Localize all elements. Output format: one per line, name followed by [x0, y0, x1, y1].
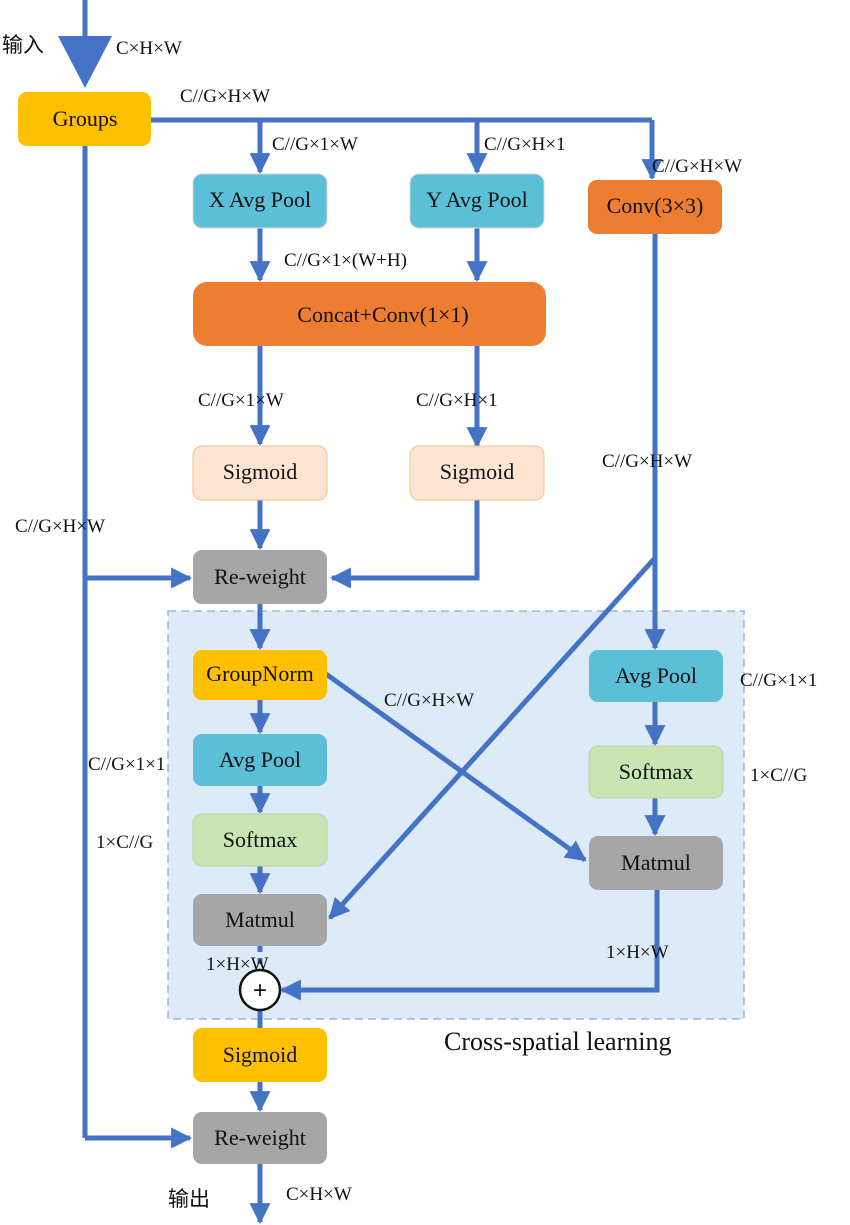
svg-text:Avg Pool: Avg Pool: [615, 663, 697, 688]
svg-text:Re-weight: Re-weight: [214, 1125, 306, 1150]
plus-node: +: [238, 968, 282, 1012]
arrow-matmul-right-to-plus: [279, 890, 660, 1001]
dim-avg-left-out: C//G×1×1: [88, 754, 165, 775]
connectors: [58, 0, 666, 1225]
reweight-bottom-box: Re-weight: [193, 1112, 327, 1164]
softmax-right-box: Softmax: [588, 745, 724, 799]
dim-matmul-left-out: 1×H×W: [206, 954, 269, 975]
svg-text:Avg Pool: Avg Pool: [219, 747, 301, 772]
dim-avg-right-out: C//G×1×1: [740, 670, 817, 691]
dim-skip: C//G×H×W: [15, 516, 105, 537]
dim-sig-left-in: C//G×1×W: [198, 390, 284, 411]
sigmoid-right-box: Sigmoid: [409, 445, 545, 501]
sigmoid-left-box: Sigmoid: [192, 445, 328, 501]
x-avg-pool-box: X Avg Pool: [192, 173, 328, 229]
concat-conv-box: Concat+Conv(1×1): [193, 282, 546, 346]
avg-pool-right-box: Avg Pool: [589, 650, 723, 702]
arrow-sigmoid-right-to-reweight: [329, 500, 480, 589]
svg-text:Groups: Groups: [53, 106, 118, 131]
matmul-left-box: Matmul: [193, 894, 327, 946]
dim-concat-in: C//G×1×(W+H): [284, 250, 407, 271]
y-avg-pool-box: Y Avg Pool: [409, 173, 545, 229]
dim-conv-in: C//G×H×W: [652, 156, 742, 177]
svg-text:+: +: [253, 977, 267, 1004]
svg-text:Softmax: Softmax: [223, 827, 298, 852]
softmax-left-box: Softmax: [192, 813, 328, 867]
matmul-right-box: Matmul: [589, 836, 723, 890]
svg-text:Sigmoid: Sigmoid: [223, 459, 298, 484]
svg-text:Re-weight: Re-weight: [214, 564, 306, 589]
input-label: 输入: [2, 33, 44, 57]
sigmoid-bottom-box: Sigmoid: [193, 1028, 327, 1082]
arrow-conv-to-matmul-left: [328, 556, 657, 920]
svg-text:Conv(3×3): Conv(3×3): [607, 193, 704, 218]
dim-y-pool-in: C//G×H×1: [484, 134, 566, 155]
svg-text:GroupNorm: GroupNorm: [206, 661, 314, 686]
groups-box: Groups: [18, 92, 151, 146]
dim-sig-right-in: C//G×H×1: [416, 390, 498, 411]
dim-cross: C//G×H×W: [384, 690, 474, 711]
output-label: 输出: [168, 1187, 210, 1211]
input-arrowhead: [58, 36, 112, 88]
svg-text:Matmul: Matmul: [225, 907, 295, 932]
dim-conv-out: C//G×H×W: [602, 451, 692, 472]
dim-output: C×H×W: [286, 1184, 352, 1205]
svg-text:Matmul: Matmul: [621, 850, 691, 875]
dim-x-pool-in: C//G×1×W: [272, 134, 358, 155]
arrow-groupnorm-to-matmul-right: [324, 671, 587, 863]
svg-text:Softmax: Softmax: [619, 759, 694, 784]
dim-matmul-right-out: 1×H×W: [606, 942, 669, 963]
svg-text:X Avg Pool: X Avg Pool: [209, 187, 311, 212]
dim-softmax-right-out: 1×C//G: [750, 765, 807, 786]
svg-text:Sigmoid: Sigmoid: [440, 459, 515, 484]
reweight-top-box: Re-weight: [193, 550, 327, 604]
dim-input: C×H×W: [116, 38, 182, 59]
region-label: Cross-spatial learning: [444, 1027, 671, 1056]
svg-text:Y Avg Pool: Y Avg Pool: [426, 187, 527, 212]
dim-softmax-left-out: 1×C//G: [96, 832, 153, 853]
dim-groups-out: C//G×H×W: [180, 86, 270, 107]
groupnorm-box: GroupNorm: [193, 650, 327, 700]
avg-pool-left-box: Avg Pool: [193, 734, 327, 786]
svg-text:Concat+Conv(1×1): Concat+Conv(1×1): [297, 302, 468, 327]
svg-text:Sigmoid: Sigmoid: [223, 1042, 298, 1067]
conv3x3-box: Conv(3×3): [588, 180, 722, 234]
